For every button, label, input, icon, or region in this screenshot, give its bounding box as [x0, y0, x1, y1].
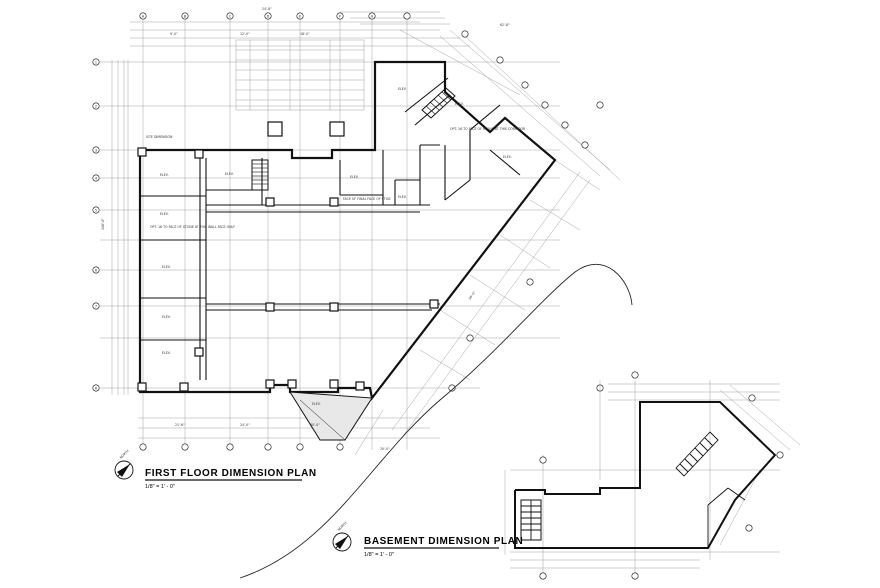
room-label-elev: ELEV. [160, 212, 169, 216]
plan-scale: 1/8" = 1' - 0" [364, 552, 394, 558]
dim-text: 62'-8" [500, 23, 510, 27]
plan-title: FIRST FLOOR DIMENSION PLAN [145, 468, 317, 479]
svg-text:4: 4 [95, 176, 97, 180]
room-label-elev: ELEV. [455, 102, 464, 106]
north-arrow-icon: NORTH [332, 521, 352, 552]
svg-text:7: 7 [95, 304, 97, 308]
grid-bubble-labels: A B C D E F G 1 2 3 4 5 6 7 8 [95, 14, 374, 390]
room-label-elev: ELEV. [350, 175, 359, 179]
first-floor-title-block: NORTH FIRST FLOOR DIMENSION PLAN 1/8" = … [114, 449, 317, 490]
dim-text: 21'-6" [175, 423, 185, 427]
dim-text: 148'-0" [101, 218, 105, 230]
structural-columns [137, 121, 439, 392]
room-label-elev: ELEV. [503, 155, 512, 159]
basement-grid-bubbles [539, 371, 784, 580]
room-label-elev: ELEV. [162, 265, 171, 269]
svg-text:G: G [371, 14, 374, 18]
dim-text: 24'-0" [240, 423, 250, 427]
svg-text:3: 3 [95, 148, 97, 152]
interior-walls [140, 77, 556, 380]
svg-text:NORTH: NORTH [337, 521, 348, 532]
dim-text: 30'-0" [310, 423, 320, 427]
note-face-of-stud: FACE OF FINAL FACE OF STUD [343, 197, 391, 201]
basement-plan [504, 371, 801, 580]
svg-text:5: 5 [95, 208, 97, 212]
svg-text:B: B [184, 14, 187, 18]
dim-text: 24'-8" [262, 7, 272, 11]
stair-flights [251, 87, 456, 191]
plan-title: BASEMENT DIMENSION PLAN [364, 536, 523, 547]
dim-text: 9'-0" [170, 32, 178, 36]
room-label-elev: ELEV. [398, 195, 407, 199]
note-wall-face-stone: OPT. 16 TO FACE OF STONE AT THIS WALL FA… [150, 225, 235, 229]
room-label-elev: ELEV. [162, 315, 171, 319]
site-curve [239, 263, 633, 579]
svg-text:NORTH: NORTH [119, 449, 130, 460]
basement-walls [514, 401, 777, 549]
svg-text:D: D [267, 14, 270, 18]
entry-canopy [235, 11, 450, 111]
grid-bubbles [92, 12, 604, 451]
basement-dimension-lines [504, 380, 801, 580]
room-label-elev: ELEV. [398, 87, 407, 91]
svg-text:6: 6 [95, 268, 97, 272]
note-corridor-stone: OPT. 16 TO FACE OF STONE AT THIS CORRIDO… [450, 127, 526, 131]
plan-scale: 1/8" = 1' - 0" [145, 484, 175, 490]
svg-text:C: C [229, 14, 232, 18]
dimension-texts: 9'-0" 12'-0" 18'-0" 21'-6" 24'-0" 30'-0"… [101, 7, 510, 451]
dim-text: 12'-0" [240, 32, 250, 36]
room-labels: ELEV. ELEV. ELEV. ELEV. ELEV. ELEV. ELEV… [146, 87, 526, 406]
north-arrow-icon: NORTH [114, 449, 134, 480]
entry-bay [289, 391, 373, 441]
svg-text:F: F [339, 14, 341, 18]
svg-text:E: E [299, 14, 301, 18]
room-label-elev: ELEV. [312, 402, 321, 406]
room-label-elev: ELEV. [160, 173, 169, 177]
svg-text:2: 2 [95, 104, 97, 108]
basement-title-block: NORTH BASEMENT DIMENSION PLAN 1/8" = 1' … [332, 521, 523, 558]
room-label-elev: ELEV. [162, 351, 171, 355]
dim-text: 20'-0" [380, 447, 390, 451]
svg-text:1: 1 [95, 60, 97, 64]
first-floor-plan: ELEV. ELEV. ELEV. ELEV. ELEV. ELEV. ELEV… [92, 7, 621, 456]
svg-text:A: A [142, 14, 145, 18]
basement-interior [520, 431, 746, 548]
svg-text:8: 8 [95, 386, 97, 390]
room-label-elev: ELEV. [225, 172, 234, 176]
note-site-dimension: SITE DIMENSION [146, 135, 173, 139]
dim-text: 18'-0" [300, 32, 310, 36]
dim-text: 36'-0" [468, 290, 477, 300]
